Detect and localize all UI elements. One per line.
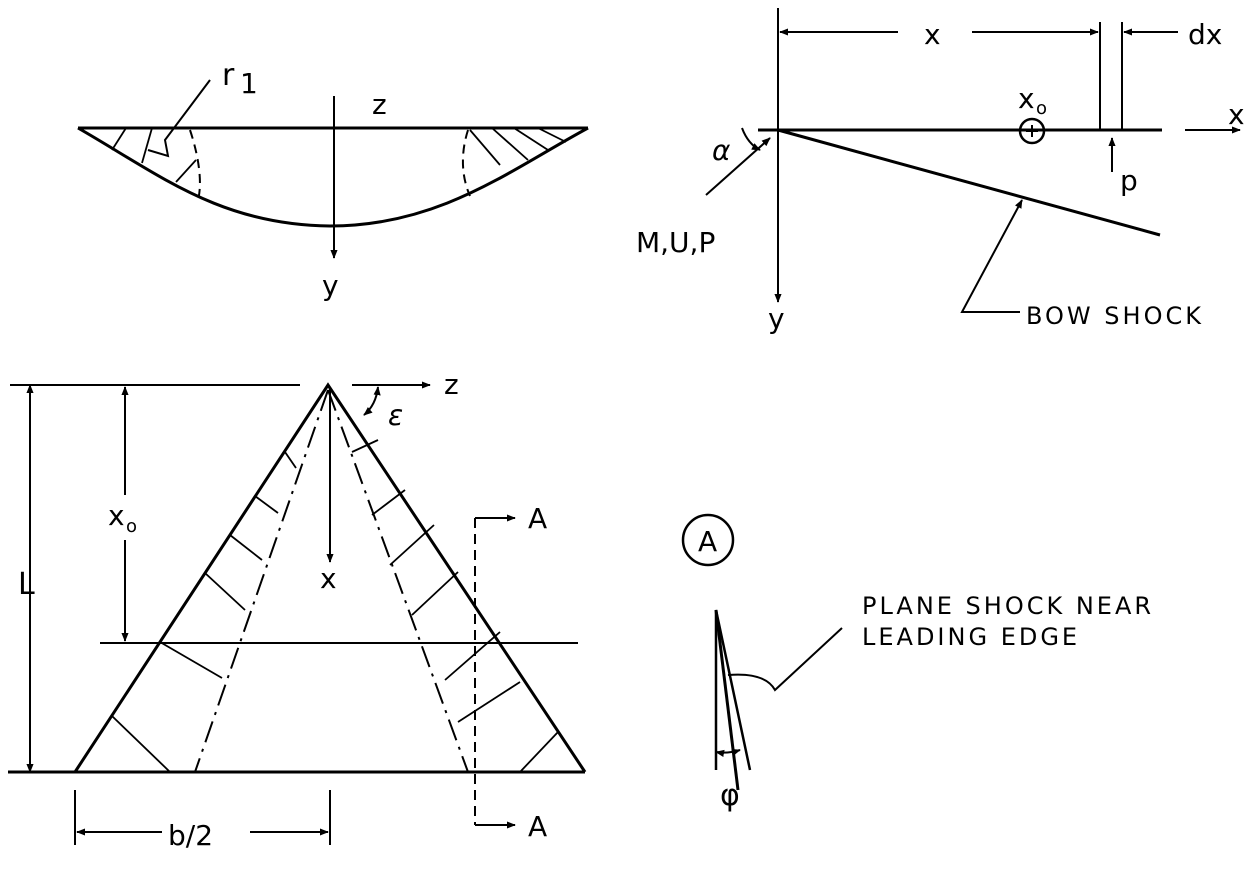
r1-label: r: [222, 58, 235, 93]
cross-section-right-hatching: [469, 127, 567, 166]
alpha-label: α: [712, 134, 731, 167]
cross-section-lower-curve: [77, 126, 589, 228]
x-dim-label: x: [924, 18, 941, 51]
dx-label: dx: [1188, 18, 1222, 51]
L-label: L: [18, 567, 35, 602]
phi-label: φ: [720, 778, 740, 813]
cross-section-left-hatching: [111, 127, 197, 183]
flow-conditions-label: M,U,P: [636, 226, 715, 259]
cross-section-z-label: z: [372, 88, 387, 121]
detail-A-circle-label: A: [698, 525, 717, 558]
plane-shock-line: [714, 609, 740, 791]
phi-angle-arc: [715, 748, 741, 757]
epsilon-label: ε: [388, 399, 403, 432]
epsilon-angle-arc: [363, 386, 381, 416]
planform-right-hatching: [351, 439, 559, 773]
planform-x-label: x: [320, 562, 337, 595]
detail-A-view: [681, 513, 843, 791]
body-surface-line: [777, 128, 1161, 237]
plane-shock-label-line1: PLANE SHOCK NEAR: [862, 592, 1154, 620]
shock-leader: [727, 627, 843, 692]
plane-shock-label-line2: LEADING EDGE: [862, 623, 1080, 651]
freestream-flow-arrow: [705, 137, 771, 196]
r1-subscript: 1: [240, 67, 258, 100]
cross-section-y-label: y: [322, 269, 339, 302]
side-view: [705, 8, 1241, 313]
cross-section-view: [77, 79, 589, 259]
pressure-label: p: [1120, 164, 1138, 197]
planform-view: [8, 381, 587, 845]
r1-radius-marker: [147, 79, 211, 158]
side-view-x-axis-label: x: [1228, 98, 1245, 131]
left-dashed-ray: [194, 389, 329, 773]
planform-z-label: z: [444, 368, 459, 401]
x0-subscript: o: [1036, 98, 1047, 119]
section-A-bottom-label: A: [528, 810, 547, 843]
cross-section-left-dashed-boundary: [189, 129, 201, 201]
detail-A-circle: [681, 513, 735, 567]
alpha-angle-arc: [741, 127, 761, 151]
bow-shock-label: BOW SHOCK: [1026, 302, 1204, 330]
planform-left-hatching: [111, 451, 297, 773]
section-A-top-label: A: [528, 502, 547, 535]
planform-x0-label: x: [108, 499, 125, 532]
x0-label: x: [1018, 82, 1035, 115]
side-view-y-label: y: [768, 302, 785, 335]
right-dashed-ray: [327, 389, 469, 773]
b-half-label: b/2: [168, 819, 213, 852]
x0-point-marker: [1018, 117, 1046, 145]
bow-shock-leader: [960, 199, 1023, 313]
planform-x0-subscript: o: [126, 516, 137, 537]
cross-section-right-dashed-boundary: [461, 129, 471, 197]
